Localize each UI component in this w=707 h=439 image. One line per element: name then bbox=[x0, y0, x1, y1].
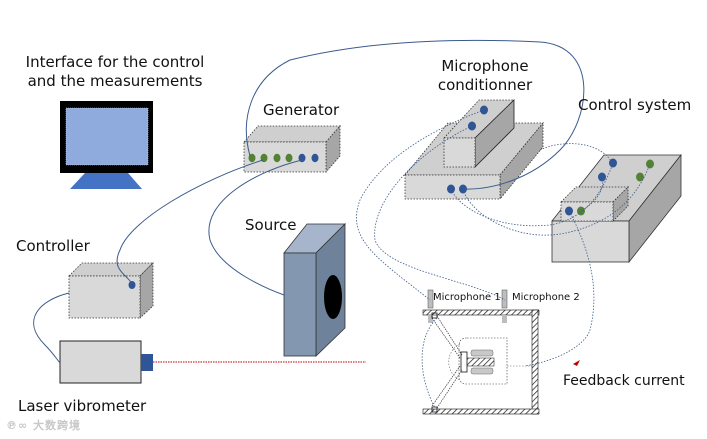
laser-vibrometer-box[interactable] bbox=[59, 340, 153, 384]
interface-label-line-1: Interface for the control bbox=[25, 53, 205, 71]
wires-dotted bbox=[356, 109, 651, 409]
interface-label-line-2: and the measurements bbox=[27, 72, 203, 90]
microphone-conditioner-label-line-1: Microphone bbox=[441, 57, 529, 75]
feedback-current-label: Feedback current bbox=[563, 373, 685, 389]
microphone-conditioner-box[interactable] bbox=[404, 99, 544, 201]
generator-box[interactable] bbox=[243, 124, 341, 174]
microphone-conditioner-label: Microphone conditionner bbox=[425, 57, 545, 95]
wires-solid bbox=[33, 39, 585, 364]
laser-vibrometer-label: Laser vibrometer bbox=[18, 397, 147, 415]
microphone-1-label: Microphone 1 bbox=[433, 292, 501, 303]
measurement-enclosure bbox=[422, 289, 540, 415]
generator-label: Generator bbox=[263, 101, 340, 119]
controller-box[interactable] bbox=[68, 262, 154, 319]
control-system-box[interactable] bbox=[551, 153, 682, 264]
control-system-label: Control system bbox=[578, 96, 692, 114]
controller-label: Controller bbox=[16, 237, 90, 255]
feedback-arrowhead bbox=[573, 360, 580, 366]
monitor-icon bbox=[60, 101, 153, 189]
microphone-2-label: Microphone 2 bbox=[512, 292, 580, 303]
source-label: Source bbox=[245, 216, 297, 234]
generator-ports bbox=[248, 153, 319, 163]
source-speaker[interactable] bbox=[283, 223, 346, 357]
watermark: ℗∞ 大数跨境 bbox=[6, 419, 81, 432]
microphone-conditioner-label-line-2: conditionner bbox=[437, 76, 533, 94]
interface-label: Interface for the control and the measur… bbox=[10, 53, 220, 91]
